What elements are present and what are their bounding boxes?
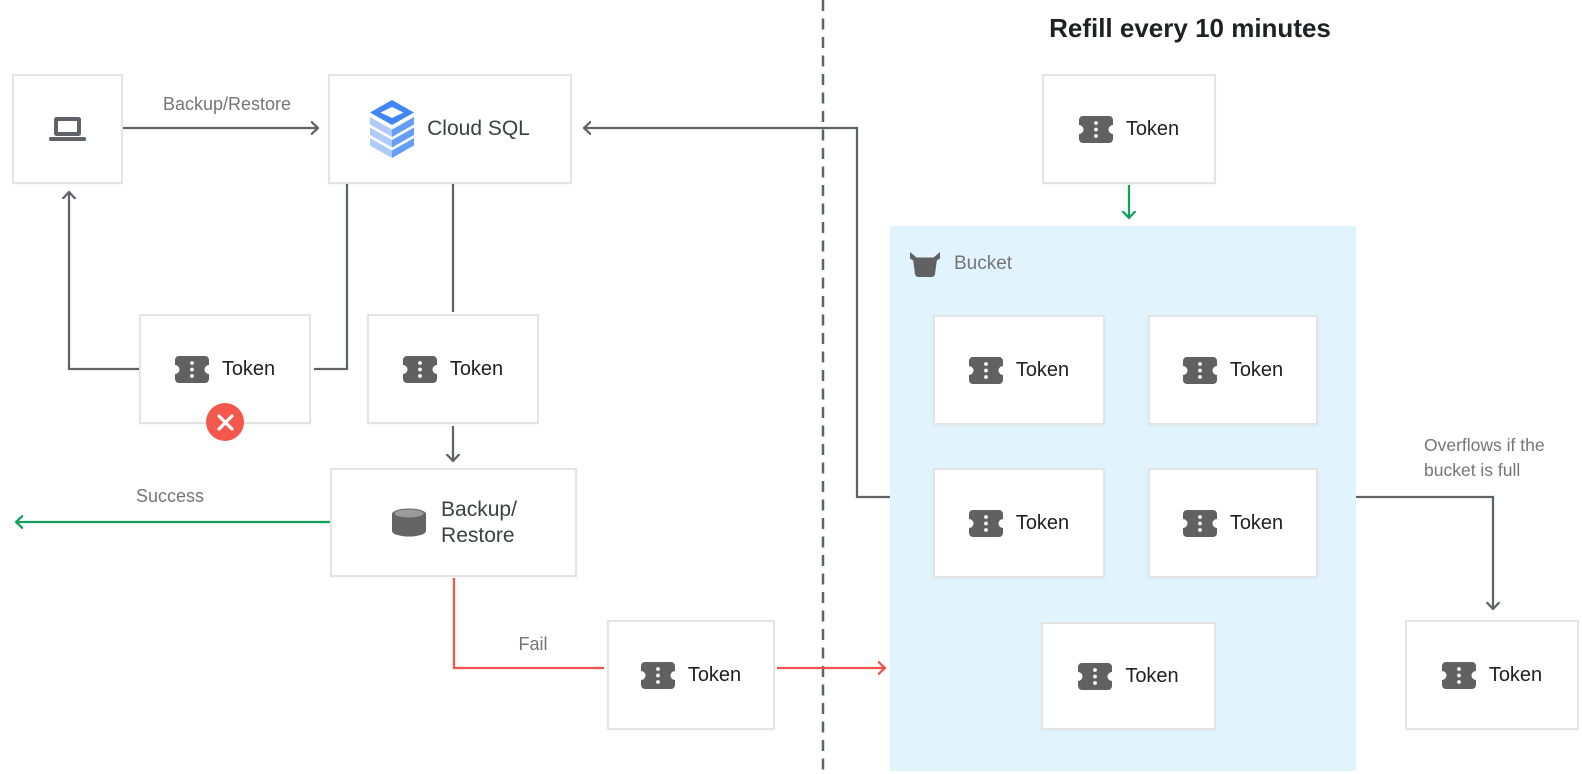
refill-title: Refill every 10 minutes [1049,13,1331,43]
edge-token-rejected-to-client [69,192,139,371]
bucket-label: Bucket [954,253,1013,274]
bucket-icon [910,252,940,277]
token-icon [402,355,437,383]
token-box-refill: Token [1042,74,1216,184]
edge-label-success: Success [135,486,205,506]
bucket-token-box: Token [1148,468,1318,578]
bucket-token-box: Token [1148,315,1318,425]
edge-label-backup-restore: Backup/Restore [162,94,292,114]
token-label: Token [1488,663,1543,686]
client-box [12,74,123,184]
rejected-x-badge [206,403,244,441]
x-icon [216,413,234,431]
token-box-request: Token [367,314,539,424]
token-box-overflow: Token [1405,620,1579,730]
token-icon [1078,115,1113,143]
token-label: Token [221,357,276,380]
cloud-sql-icon [370,100,415,158]
token-label: Token [1125,664,1179,687]
token-label: Token [687,663,742,686]
cloud-sql-label: Cloud SQL [427,117,530,140]
laptop-icon [49,116,86,142]
token-icon [1441,661,1476,689]
bucket-token-box: Token [933,468,1105,578]
token-icon [968,356,1003,384]
edge-cloudsql-to-token-rejected [314,184,349,371]
edge-bucket-to-cloudsql [584,128,890,499]
token-label: Token [449,357,504,380]
edge-label-fail: Fail [518,634,548,654]
token-label: Token [1125,117,1180,140]
edge-overflow [1356,495,1493,609]
backup-restore-line2: Restore [441,523,515,547]
database-icon [392,508,427,536]
token-label: Token [1229,358,1284,381]
token-icon [1182,356,1217,384]
cloud-sql-box: Cloud SQL [328,74,572,184]
bucket-token-box: Token [1041,622,1216,730]
edge-fail-to-token [452,578,604,670]
backup-restore-box: Backup/ Restore [330,468,577,577]
edge-label-overflow: Overflows if the bucket is full [1424,435,1545,480]
token-label: Token [1015,358,1070,381]
token-icon [640,661,675,689]
token-label: Token [1015,511,1070,534]
token-label: Token [1229,511,1284,534]
token-icon [1078,662,1113,690]
token-icon [968,509,1003,537]
token-box-rejected: Token [139,314,311,441]
laptop-screen [54,116,81,136]
laptop-base [49,136,86,142]
token-icon [174,355,209,383]
backup-restore-label: Backup/ Restore [441,497,517,549]
bucket-header: Bucket [908,250,1012,278]
token-icon [1182,509,1217,537]
token-box-fail: Token [607,620,775,730]
backup-restore-line1: Backup/ [441,497,517,521]
bucket-token-box: Token [933,315,1105,425]
